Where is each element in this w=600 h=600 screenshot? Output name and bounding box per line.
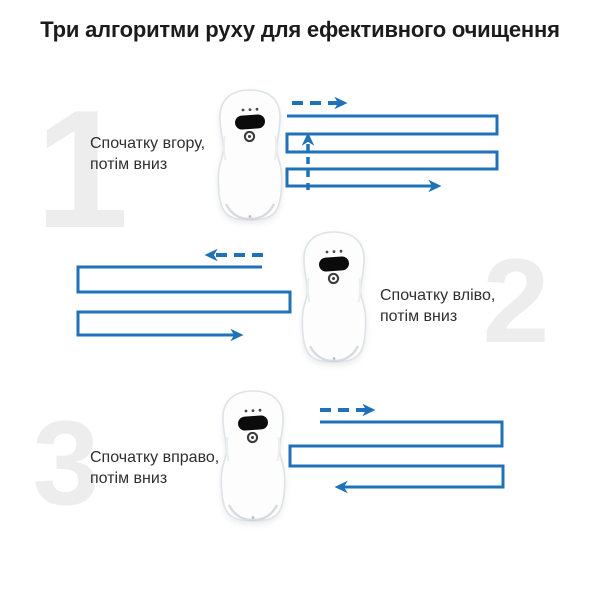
robot-indicator-dots xyxy=(244,408,262,413)
robot-power-button-dot xyxy=(332,277,335,280)
step3-caption: Спочатку вправо, потім вниз xyxy=(90,447,219,489)
pattern2-left-then-down xyxy=(76,248,292,342)
robot-waist-crease xyxy=(222,135,278,161)
pattern2-serpentine-path xyxy=(76,265,292,342)
page-title: Три алгоритми руху для ефективного очище… xyxy=(40,17,560,42)
step1-caption-line1: Спочатку вгору, xyxy=(90,135,206,152)
step3-caption-line2: потім вниз xyxy=(90,470,168,487)
step-number-1: 1 xyxy=(35,75,129,263)
pattern1-serpentine-path xyxy=(285,114,499,193)
step2-caption-line1: Спочатку вліво, xyxy=(380,287,496,304)
robot-bottom-shadow xyxy=(227,504,279,522)
robot-display xyxy=(235,114,265,130)
pattern3-right-then-down xyxy=(288,403,505,494)
robot-display xyxy=(238,415,268,431)
robot-bottom-nub xyxy=(251,516,255,519)
robot-indicator-dots xyxy=(241,107,259,112)
robot-bottom-shadow xyxy=(308,345,360,363)
robot-waist-crease xyxy=(225,436,281,462)
robot-power-button-dot xyxy=(251,436,254,439)
robot-display xyxy=(319,256,349,272)
robot-bottom-nub xyxy=(248,215,252,218)
robot-bottom-shadow xyxy=(224,203,276,221)
robot-image-2 xyxy=(301,231,367,363)
step-number-3: 3 xyxy=(32,396,100,530)
step3-caption-line1: Спочатку вправо, xyxy=(90,449,220,466)
step1-caption: Спочатку вгору, потім вниз xyxy=(90,133,205,175)
robot-image-1 xyxy=(217,89,283,221)
step-number-2: 2 xyxy=(482,234,550,368)
step2-caption-line2: потім вниз xyxy=(380,308,458,325)
step2-caption: Спочатку вліво, потім вниз xyxy=(380,285,495,327)
step1-caption-line2: потім вниз xyxy=(90,156,168,173)
robot-image-3 xyxy=(220,390,286,522)
pattern1-up-then-down xyxy=(285,96,499,193)
robot-indicator-dots xyxy=(325,249,343,254)
pattern3-serpentine-path xyxy=(288,420,505,494)
robot-bottom-nub xyxy=(332,357,336,360)
robot-power-button-dot xyxy=(248,135,251,138)
robot-waist-crease xyxy=(306,277,362,303)
